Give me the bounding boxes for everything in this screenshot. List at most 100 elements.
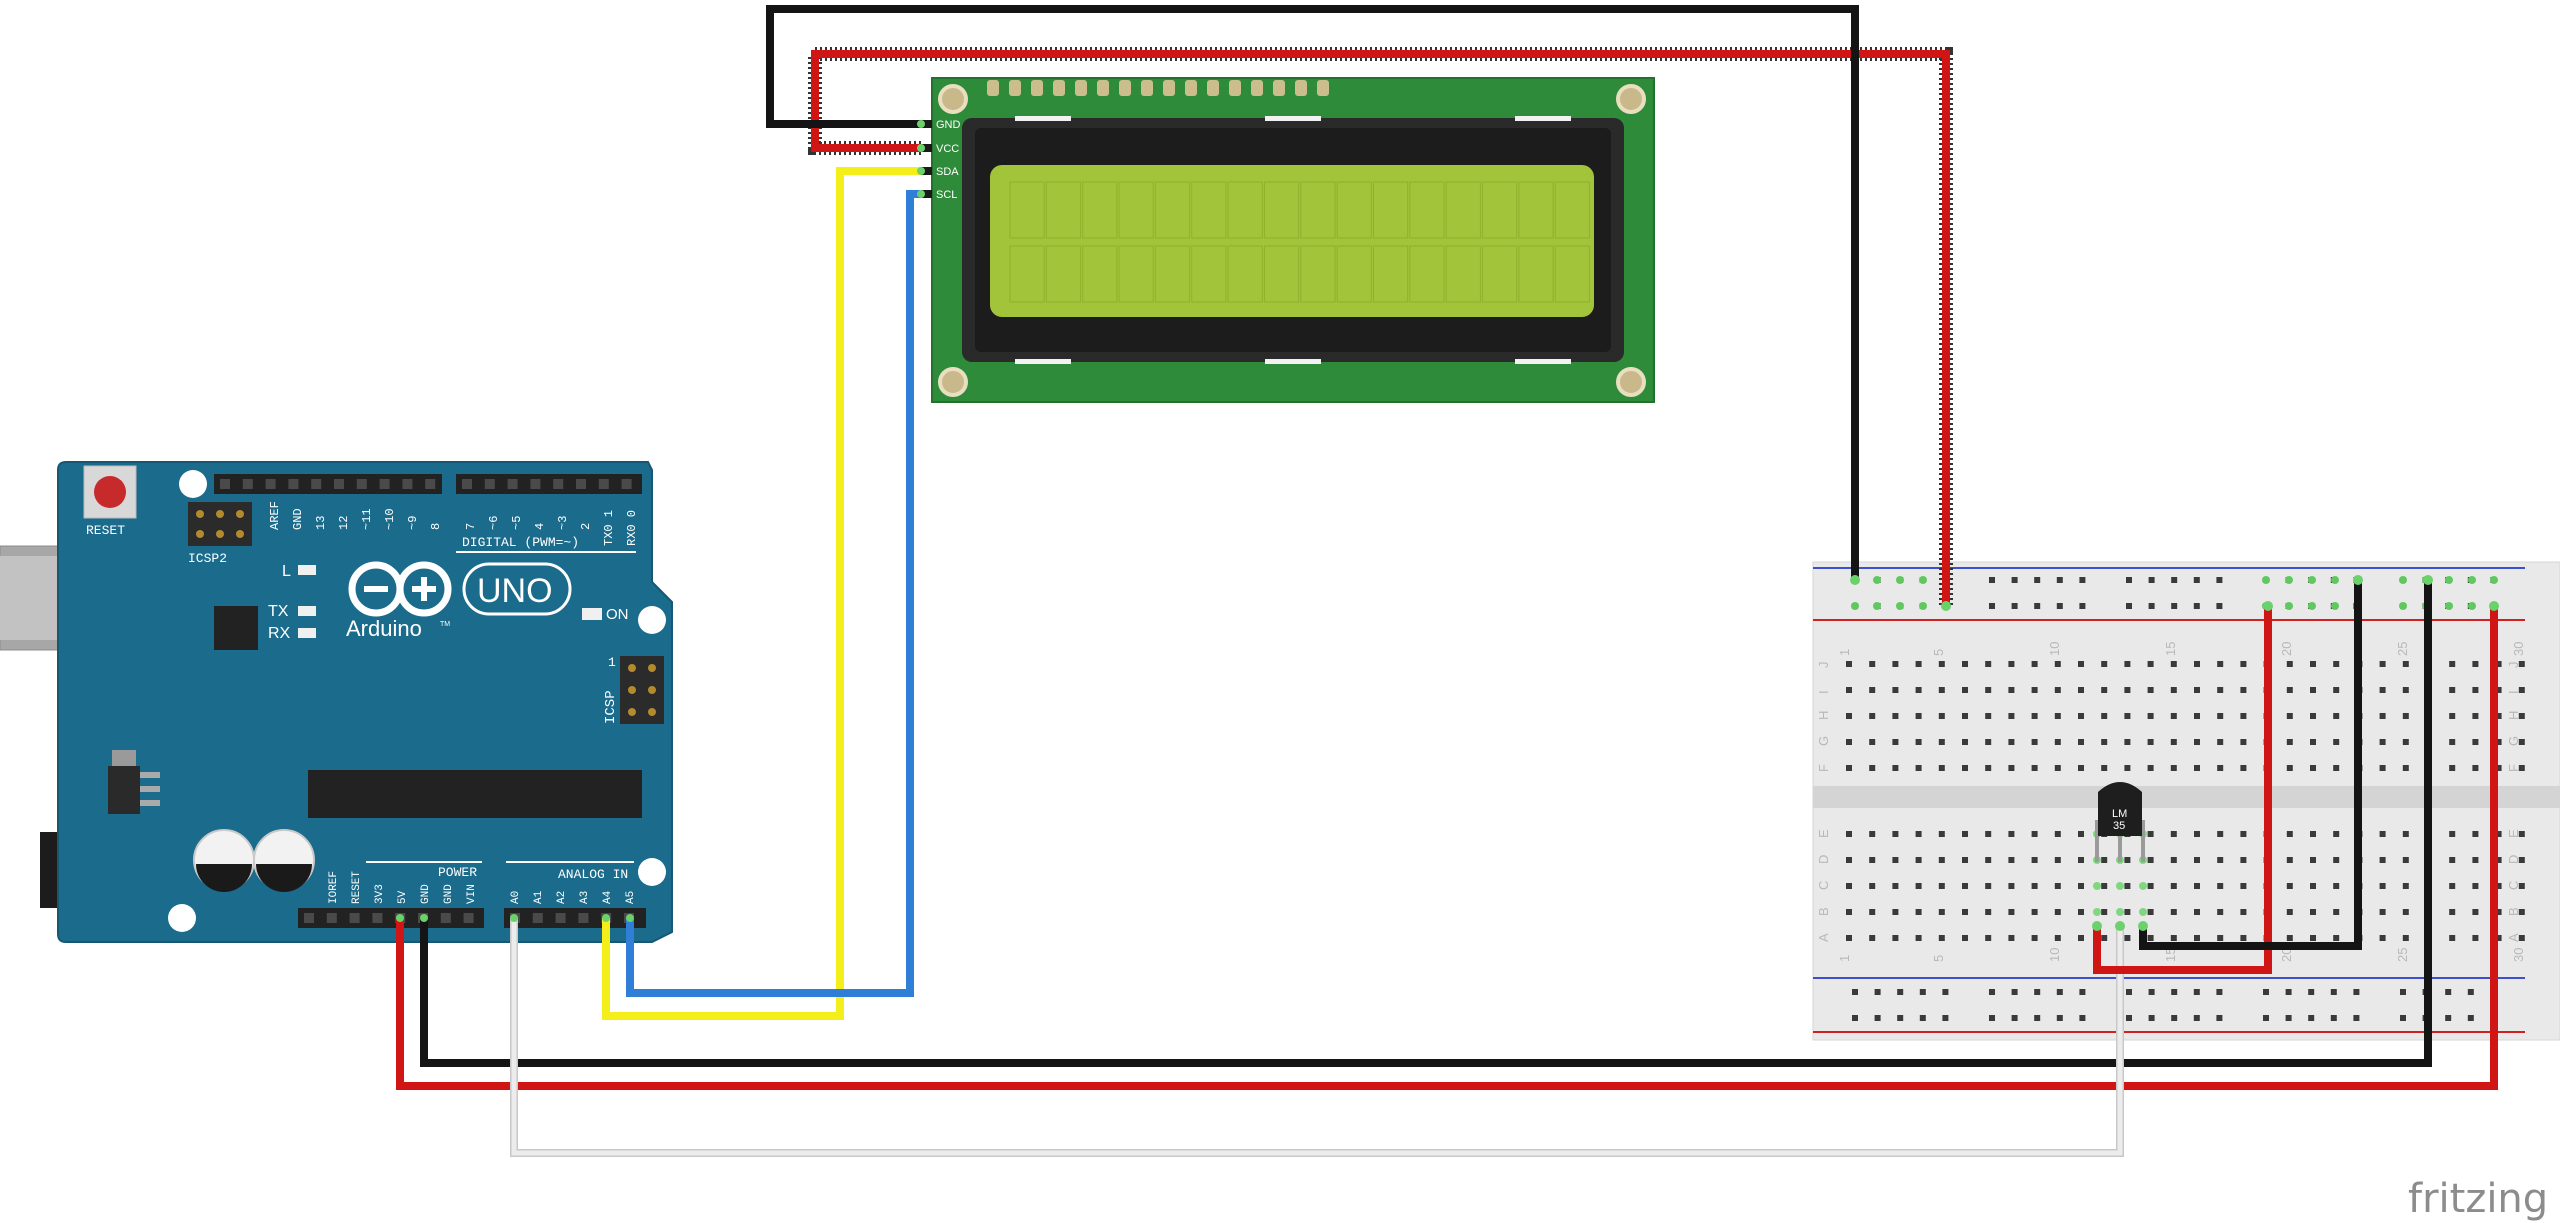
breadboard-hole: [2078, 935, 2084, 941]
arduino-uno-board[interactable]: RESET ICSP2 L TX RX ON Arduino TM UNO: [0, 461, 673, 943]
bb-bottom-number: 5: [1931, 955, 1946, 962]
breadboard-hole: [2147, 857, 2154, 863]
breadboard-hole: [2124, 765, 2131, 771]
breadboard-hole: [2056, 577, 2063, 583]
breadboard-hole-active: [2116, 908, 2124, 916]
breadboard-hole: [1915, 687, 1922, 693]
breadboard-hole: [2449, 831, 2456, 837]
breadboard-hole: [2008, 661, 2015, 667]
breadboard-hole: [2333, 857, 2340, 863]
header-socket: [402, 479, 413, 489]
breadboard-hole: [2495, 857, 2502, 863]
breadboard-hole: [1938, 935, 1945, 941]
header-socket: [555, 913, 566, 923]
lcd-character-cell: [1227, 245, 1263, 303]
breadboard-hole: [2054, 765, 2061, 771]
bb-bottom-number: 1: [1837, 955, 1852, 962]
breadboard-hole: [2194, 935, 2200, 941]
wire-lcd-vcc[interactable]: [811, 50, 1950, 606]
breadboard-hole: [2402, 909, 2409, 915]
breadboard-hole: [2518, 765, 2525, 771]
breadboard-hole: [2286, 883, 2293, 889]
pin-label: 12: [337, 516, 351, 530]
breadboard-hole: [2217, 661, 2224, 667]
breadboard-hole: [1989, 1015, 1995, 1021]
breadboard-hole: [2310, 661, 2316, 667]
header-socket: [484, 479, 495, 489]
led-on-label: ON: [606, 606, 629, 623]
breadboard-hole: [2034, 1015, 2041, 1021]
lcd-header-pins: [918, 80, 1329, 198]
wire-gnd[interactable]: [420, 580, 2432, 1067]
breadboard-hole: [2286, 687, 2293, 693]
bb-row-letter: I: [1816, 690, 1831, 694]
breadboard-hole: [2078, 857, 2084, 863]
breadboard-hole: [2101, 909, 2108, 915]
breadboard-hole: [2078, 765, 2084, 771]
wire-lcd-gnd[interactable]: [766, 5, 1859, 580]
breadboard-hole: [2379, 935, 2386, 941]
breadboard-hole: [2101, 857, 2108, 863]
wires: [396, 5, 2498, 1157]
lcd-module[interactable]: GND VCC SDA SCL: [918, 77, 1655, 403]
breadboard-hole: [2286, 765, 2293, 771]
breadboard-hole: [1892, 765, 1899, 771]
lcd-character-cell: [1154, 245, 1191, 303]
breadboard-hole: [2101, 765, 2108, 771]
wire-lcd-sda[interactable]: [602, 167, 921, 1020]
breadboard-hole: [2194, 883, 2200, 889]
wire-sensor-vcc[interactable]: [2093, 606, 2272, 974]
breadboard-hole: [2147, 661, 2154, 667]
breadboard-hole: [2449, 687, 2456, 693]
breadboard-hole: [2518, 935, 2525, 941]
breadboard-hole: [2379, 831, 2386, 837]
breadboard-hole: [2124, 935, 2131, 941]
breadboard-hole: [1846, 935, 1852, 941]
breadboard-hole: [2031, 661, 2038, 667]
icsp-header: [620, 656, 664, 724]
lcd-header-pin: [1097, 80, 1109, 96]
header-socket: [304, 913, 314, 923]
breadboard-hole: [2449, 713, 2456, 719]
breadboard-hole: [2170, 883, 2177, 889]
breadboard-hole: [2495, 713, 2502, 719]
breadboard-hole: [2310, 909, 2316, 915]
breadboard-hole: [2286, 713, 2293, 719]
pin-label: GND: [443, 884, 455, 904]
breadboard-hole-active: [2445, 576, 2453, 584]
pin-label: RESET: [351, 871, 363, 904]
breadboard-hole: [2031, 687, 2038, 693]
header-socket: [576, 479, 586, 489]
reset-button[interactable]: [83, 465, 137, 519]
bb-row-letter: E: [2506, 829, 2521, 838]
breadboard-hole: [2147, 935, 2154, 941]
breadboard-hole: [2101, 661, 2108, 667]
bb-row-letter: C: [2506, 881, 2521, 890]
lcd-character-cell: [1045, 245, 1082, 303]
bb-bottom-number: 10: [2047, 948, 2062, 962]
breadboard-hole: [2079, 989, 2086, 995]
breadboard-hole: [1892, 687, 1899, 693]
breadboard-hole: [2495, 883, 2502, 889]
breadboard-hole: [2402, 687, 2409, 693]
lcd-header-pin: [1295, 80, 1307, 96]
breadboard-hole: [2400, 1015, 2406, 1021]
breadboard-hole: [2333, 935, 2340, 941]
header-socket: [507, 479, 518, 489]
lcd-mount-hole: [1616, 367, 1646, 397]
wire-sensor-gnd[interactable]: [2139, 580, 2362, 950]
breadboard-hole: [2126, 577, 2132, 583]
wire-lcd-scl[interactable]: [626, 190, 921, 997]
breadboard-hole: [1938, 713, 1945, 719]
breadboard-hole: [1869, 661, 1876, 667]
breadboard-hole: [2193, 1015, 2200, 1021]
lm35-temperature-sensor[interactable]: LM 35: [2095, 782, 2145, 862]
breadboard-hole: [2495, 765, 2502, 771]
wire-5v[interactable]: [396, 606, 2498, 1090]
lcd-character-cell: [1191, 181, 1227, 239]
breadboard-hole: [2126, 603, 2132, 609]
breadboard-hole: [1919, 1015, 1926, 1021]
lcd-mount-hole: [938, 367, 968, 397]
header-socket: [372, 913, 383, 923]
breadboard-hole: [1938, 909, 1945, 915]
